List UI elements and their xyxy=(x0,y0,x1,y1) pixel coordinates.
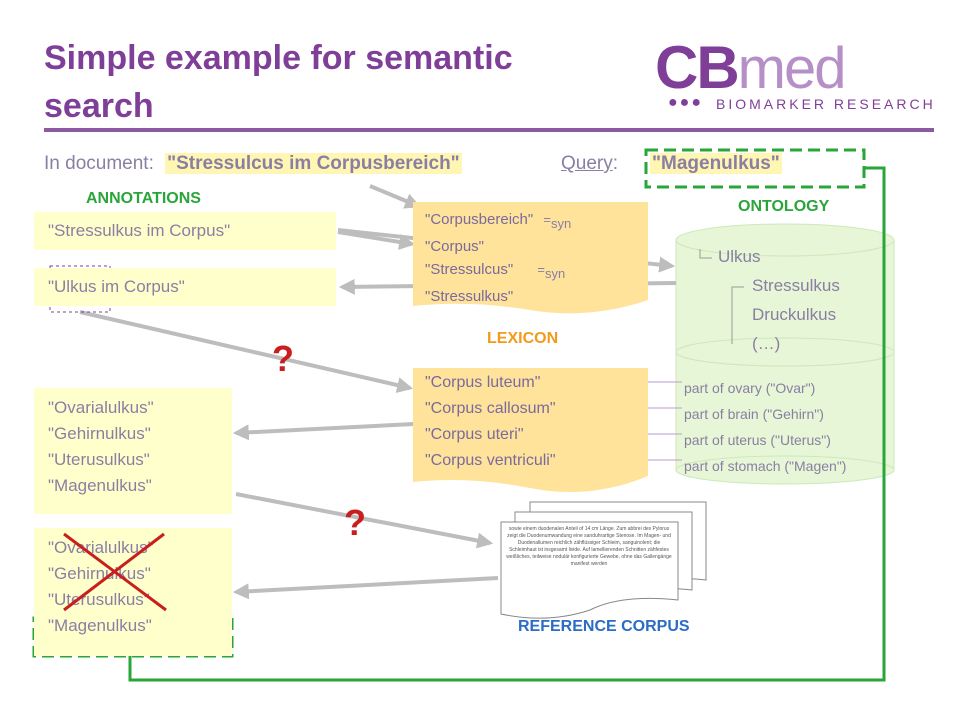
lexicon-entry: "Corpus" xyxy=(425,238,485,255)
lexicon-entry: "Corpus luteum" xyxy=(425,374,541,391)
ontology-child: Druckulkus xyxy=(752,305,837,324)
red-cross-icon xyxy=(63,532,167,612)
document-text: "Stressulcus im Corpusbereich" xyxy=(165,153,462,174)
ontology-part: part of stomach ("Magen") xyxy=(684,458,847,474)
logo-tagline: BIOMARKER RESEARCH xyxy=(716,96,936,112)
ontology-child: Stressulkus xyxy=(752,276,840,295)
page-title: Simple example for semantic search xyxy=(44,39,513,125)
question-mark-icon: ? xyxy=(344,502,366,543)
corpus-document-text: sowie einem duodenalen Anteil of 14 cm L… xyxy=(506,526,672,567)
logo-mark-light: med xyxy=(737,36,847,101)
cbmed-logo: CBmed xyxy=(655,36,847,101)
lexicon-entry: "Stressulcus" =syn xyxy=(425,261,566,281)
in-document-label: In document: xyxy=(44,153,154,174)
lexicon-corpus-terms: "Corpus luteum" "Corpus callosum" "Corpu… xyxy=(413,368,648,469)
query-text-wrap: "Magenulkus" xyxy=(650,153,782,175)
lexicon-top-wave xyxy=(413,290,648,314)
ontology-part: part of brain ("Gehirn") xyxy=(684,406,824,422)
lexicon-entry: "Corpus uteri" xyxy=(425,426,524,443)
logo-dots: ●●● xyxy=(668,94,703,111)
lexicon-heading: LEXICON xyxy=(487,330,559,347)
candidate-term: "Uterusulkus" xyxy=(48,450,150,469)
lexicon-entry: "Corpusbereich" =syn xyxy=(425,211,572,231)
title-divider xyxy=(44,128,934,132)
candidate-term: "Ovarialulkus" xyxy=(48,398,154,417)
lexicon-entry: "Corpus callosum" xyxy=(425,400,556,417)
tree-line-children xyxy=(731,286,744,344)
lexicon-entry: "Stressulkus" xyxy=(425,288,514,305)
tree-line-root xyxy=(699,249,712,259)
document-stack-icon xyxy=(500,501,707,619)
candidate-term: "Magenulkus" xyxy=(48,476,152,495)
filtered-term: "Magenulkus" xyxy=(48,616,152,635)
query-text: "Magenulkus" xyxy=(650,153,782,174)
candidate-terms: "Ovarialulkus" "Gehirnulkus" "Uterusulku… xyxy=(34,388,232,514)
query-label-group: Query: xyxy=(561,153,618,175)
ontology-parts: part of ovary ("Ovar") part of brain ("G… xyxy=(684,376,846,480)
candidate-term: "Gehirnulkus" xyxy=(48,424,151,443)
logo-mark-bold: CB xyxy=(655,34,740,101)
annotation-ulkus: "Ulkus im Corpus" xyxy=(34,268,336,306)
ontology-root: Ulkus xyxy=(718,247,761,266)
lexicon-synonyms: "Corpusbereich" =syn "Corpus" "Stressulc… xyxy=(413,202,648,305)
ontology-child: (…) xyxy=(752,334,781,353)
annotations-heading: ANNOTATIONS xyxy=(86,190,201,207)
question-mark-icon: ? xyxy=(272,338,294,379)
query-label: Query xyxy=(561,153,613,174)
ontology-cylinder-upper xyxy=(675,223,895,367)
ontology-part: part of ovary ("Ovar") xyxy=(684,380,816,396)
query-row: In document: "Stressulcus im Corpusberei… xyxy=(44,153,462,175)
ontology-part: part of uterus ("Uterus") xyxy=(684,432,831,448)
ontology-heading: ONTOLOGY xyxy=(738,198,830,215)
filtered-terms: "Ovarialulkus" "Gehirnulkus" "Uterusulku… xyxy=(34,528,232,656)
annotation-stressulkus: "Stressulkus im Corpus" xyxy=(34,212,336,250)
lexicon-entry: "Corpus ventriculi" xyxy=(425,452,556,469)
lexicon-bottom-wave xyxy=(413,460,648,492)
reference-corpus-heading: REFERENCE CORPUS xyxy=(518,618,690,635)
query-highlight-box xyxy=(644,148,866,189)
query-colon: : xyxy=(612,153,619,174)
